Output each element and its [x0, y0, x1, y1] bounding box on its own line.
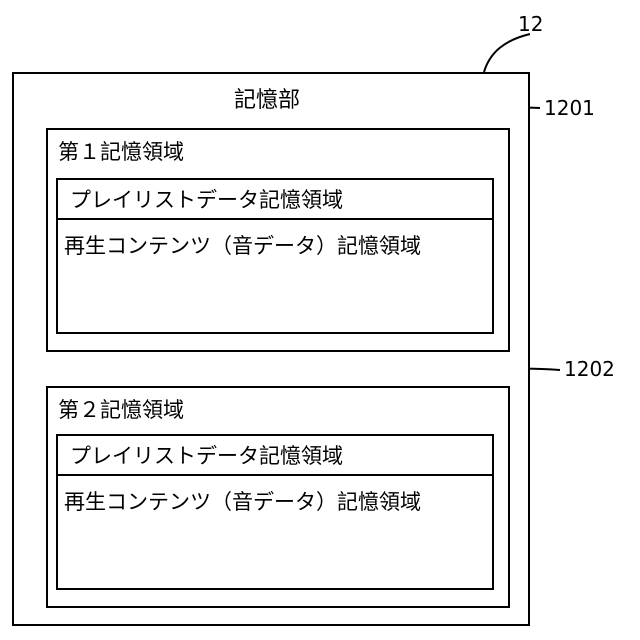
leader-line-12 — [484, 34, 530, 72]
reference-label-12: 12 — [518, 14, 543, 34]
storage-unit-box: 記憶部 第１記憶領域 プレイリストデータ記憶領域 再生コンテンツ（音データ）記憶… — [12, 72, 530, 626]
storage-area-1-box: 第１記憶領域 プレイリストデータ記憶領域 再生コンテンツ（音データ）記憶領域 — [46, 128, 510, 352]
storage-area-2-title: 第２記憶領域 — [58, 400, 184, 421]
row-divider-1 — [58, 218, 492, 220]
playlist-data-storage-area-2: プレイリストデータ記憶領域 — [70, 446, 343, 467]
storage-area-2-box: 第２記憶領域 プレイリストデータ記憶領域 再生コンテンツ（音データ）記憶領域 — [46, 386, 510, 608]
playback-content-storage-area-2: 再生コンテンツ（音データ）記憶領域 — [64, 492, 421, 513]
storage-area-1-title: 第１記憶領域 — [58, 142, 184, 163]
playlist-data-storage-area-1: プレイリストデータ記憶領域 — [70, 190, 343, 211]
reference-label-1201: 1201 — [544, 98, 595, 118]
storage-area-1-inner-table: プレイリストデータ記憶領域 再生コンテンツ（音データ）記憶領域 — [56, 178, 494, 334]
storage-area-2-inner-table: プレイリストデータ記憶領域 再生コンテンツ（音データ）記憶領域 — [56, 434, 494, 590]
row-divider-2 — [58, 474, 492, 476]
storage-unit-title: 記憶部 — [234, 90, 300, 112]
reference-label-1202: 1202 — [564, 359, 615, 379]
playback-content-storage-area-1: 再生コンテンツ（音データ）記憶領域 — [64, 236, 421, 257]
